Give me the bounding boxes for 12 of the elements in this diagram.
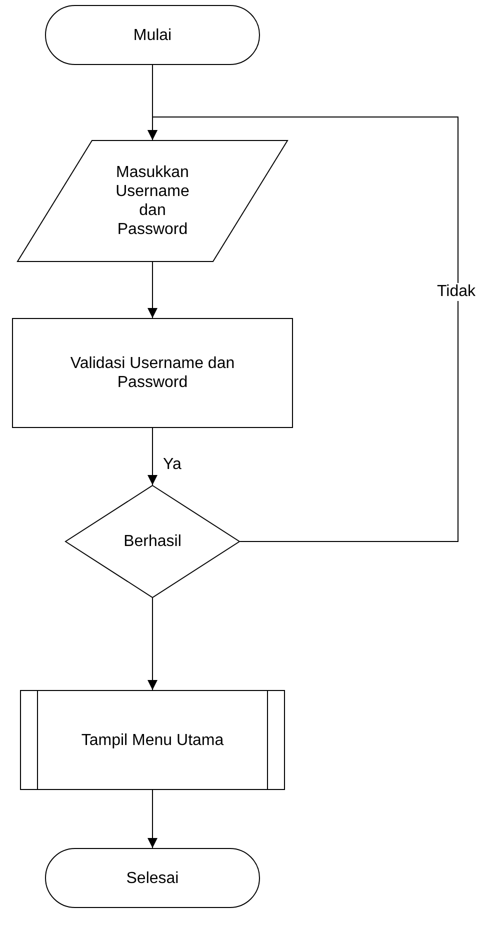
node-label: Tampil Menu Utama [81, 730, 224, 750]
node-label: Validasi Username dan Password [69, 354, 236, 392]
arrow [148, 116, 458, 542]
arrow [148, 262, 158, 318]
node-label: Mulai [133, 26, 172, 44]
node-label: Masukkan Username dan Password [114, 163, 190, 239]
arrow [148, 790, 158, 848]
arrow [148, 598, 158, 690]
node-label: Berhasil [124, 532, 182, 551]
node-label: Selesai [126, 868, 179, 888]
edge-label: Tidak [436, 283, 477, 301]
arrow [148, 428, 158, 486]
